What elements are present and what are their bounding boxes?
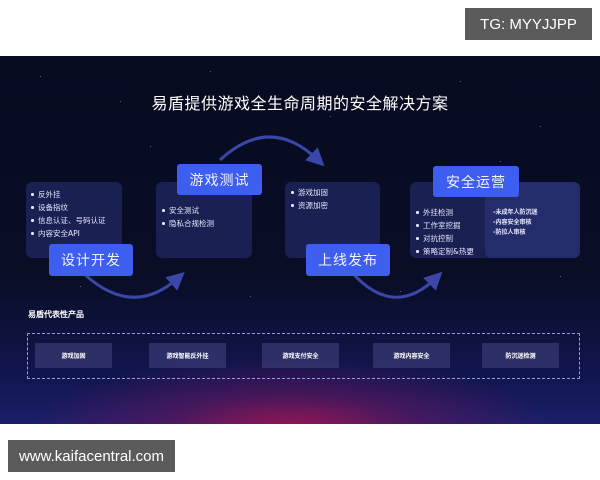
products-section-label: 易盾代表性产品	[28, 310, 84, 319]
product-tile: 防沉迷检测	[482, 343, 559, 368]
list-item: 内容安全API	[30, 227, 122, 240]
product-tile: 游戏内容安全	[373, 343, 450, 368]
product-tile: 游戏支付安全	[262, 343, 339, 368]
product-tile: 游戏加固	[35, 343, 112, 368]
flow-arrows	[76, 135, 443, 299]
product-tile: 游戏智能反外挂	[149, 343, 226, 368]
arrow-release-to-ops-icon	[346, 267, 443, 299]
list-item: 工作室挖掘	[415, 219, 474, 232]
list-item: -防拉人审核	[493, 229, 526, 236]
stage-ops: 安全运营	[433, 166, 519, 197]
list-item: 资源加密	[290, 199, 380, 212]
list-item: -未成年人防沉迷	[493, 209, 538, 216]
list-item: 对抗控制	[415, 232, 474, 245]
watermark-top: TG: MYYJJPP	[465, 8, 592, 40]
arrow-design-to-test-icon	[76, 266, 185, 299]
list-item: 反外挂	[30, 188, 122, 201]
list-item: 策略定制&热更	[415, 245, 474, 258]
list-item: 安全测试	[161, 204, 252, 217]
stage-release: 上线发布	[306, 244, 390, 276]
list-item: 外挂检测	[415, 206, 474, 219]
arrow-test-to-release-icon	[218, 135, 325, 167]
list-item: 游戏加固	[290, 186, 380, 199]
stage-design: 设计开发	[49, 244, 133, 276]
list-item: 信息认证、号码认证	[30, 214, 122, 227]
slide-title: 易盾提供游戏全生命周期的安全解决方案	[151, 94, 449, 113]
list-item: 设备指纹	[30, 201, 122, 214]
list-item: 隐私合规检测	[161, 217, 252, 230]
stage-test: 游戏测试	[177, 164, 262, 195]
slide: 易盾提供游戏全生命周期的安全解决方案 反外挂 设备指纹 信息认证、号码认证 内容…	[0, 56, 600, 424]
products-container	[27, 333, 580, 379]
watermark-bottom: www.kaifacentral.com	[8, 440, 175, 472]
list-item: -内容安全审核	[493, 219, 532, 226]
